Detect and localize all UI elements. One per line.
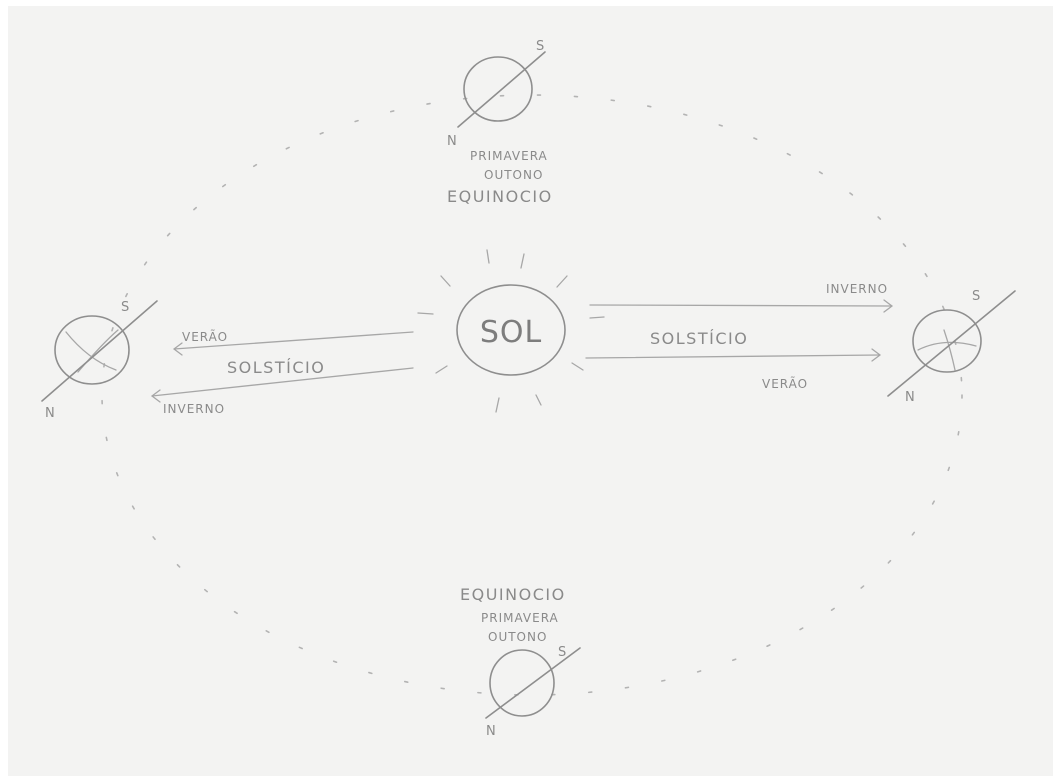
- right-upper-arrow-label: INVERNO: [826, 282, 888, 296]
- earth-bottom-season-1: PRIMAVERA: [481, 611, 559, 625]
- earth-left-north-label: N: [45, 406, 55, 421]
- right-event-label: SOLSTÍCIO: [650, 329, 748, 348]
- sun-label: SOL: [480, 315, 542, 350]
- left-solstice-arrows: VERÃO SOLSTÍCIO INVERNO: [152, 329, 413, 416]
- earth-top-event: EQUINOCIO: [447, 187, 553, 206]
- earth-top-season-2: OUTONO: [484, 168, 543, 182]
- earth-bottom: EQUINOCIO PRIMAVERA OUTONO S N: [460, 585, 580, 739]
- left-lower-arrow-label: INVERNO: [163, 402, 225, 416]
- right-lower-arrow-label: VERÃO: [762, 376, 808, 391]
- earth-left-shading: [66, 330, 118, 372]
- sun: SOL: [418, 250, 604, 412]
- earth-left-globe: [55, 316, 129, 384]
- right-solstice-arrows: INVERNO SOLSTÍCIO VERÃO: [586, 282, 892, 391]
- earth-bottom-north-label: N: [486, 724, 496, 739]
- earth-top-season-1: PRIMAVERA: [470, 149, 548, 163]
- left-upper-arrow-label: VERÃO: [182, 329, 228, 344]
- earth-right-north-label: N: [905, 390, 915, 405]
- earth-bottom-event: EQUINOCIO: [460, 585, 566, 604]
- earth-right-south-label: S: [972, 289, 980, 304]
- left-event-label: SOLSTÍCIO: [227, 358, 325, 377]
- right-arrow-lower: [586, 355, 880, 358]
- earth-right-axis: [888, 291, 1015, 396]
- earth-top-south-label: S: [536, 39, 544, 54]
- earth-top: S N PRIMAVERA OUTONO EQUINOCIO: [447, 39, 553, 206]
- earth-bottom-south-label: S: [558, 645, 566, 660]
- earth-left: S N: [42, 300, 157, 421]
- orbit-path: [102, 95, 962, 695]
- earth-top-globe: [464, 57, 532, 121]
- earth-bottom-globe: [490, 650, 554, 716]
- earth-bottom-season-2: OUTONO: [488, 630, 547, 644]
- earth-left-south-label: S: [121, 300, 129, 315]
- right-arrow-upper: [590, 305, 892, 306]
- earth-right: S N: [888, 289, 1015, 405]
- earth-top-north-label: N: [447, 134, 457, 149]
